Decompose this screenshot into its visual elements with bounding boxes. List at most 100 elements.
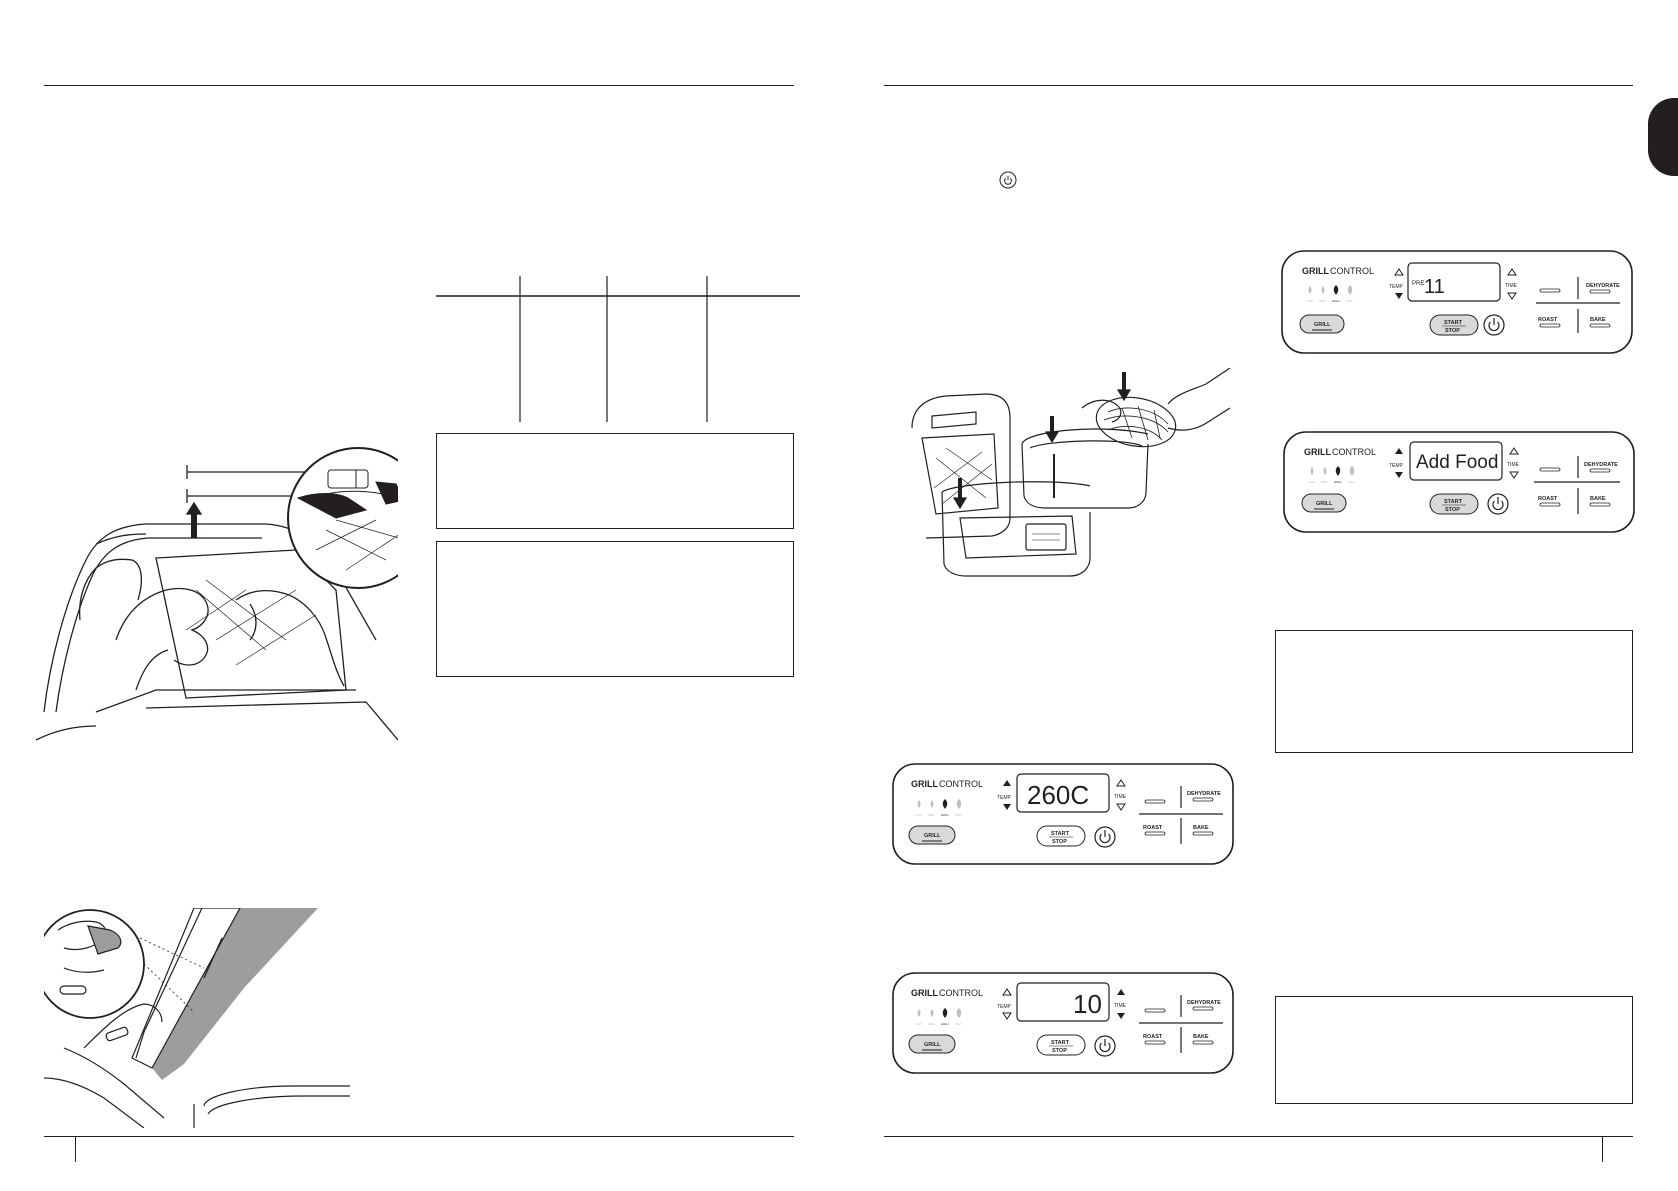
grill-button-label: GRILL [924, 1042, 941, 1048]
level-low: LOW [1306, 299, 1313, 303]
time-down-icon[interactable] [1117, 1013, 1125, 1019]
time-label: TIME [1507, 462, 1520, 468]
start-stop-button[interactable] [1429, 493, 1479, 515]
roast-label[interactable]: ROAST [1143, 825, 1163, 831]
start-stop-button[interactable] [1036, 1034, 1086, 1056]
power-icon[interactable] [1094, 826, 1116, 848]
illustration-remove-splatter-shield [36, 447, 398, 741]
power-icon-inline [999, 171, 1017, 189]
time-up-icon[interactable] [1116, 779, 1126, 787]
level-low: LOW [915, 813, 922, 817]
grill-button-label: GRILL [924, 833, 941, 839]
blank-function-indicator[interactable] [1539, 288, 1561, 293]
brand-control: CONTROL [1332, 447, 1376, 457]
stop-label: STOP [1052, 1048, 1067, 1054]
grill-button[interactable] [1299, 314, 1345, 334]
grill-button-label: GRILL [1316, 501, 1333, 507]
temp-down-icon[interactable] [1002, 1012, 1012, 1020]
temp-up-icon[interactable] [1003, 780, 1011, 786]
temp-up-icon[interactable] [1394, 268, 1404, 276]
bottom-rule-left [44, 1136, 794, 1138]
note-box-1 [436, 433, 794, 529]
note-box-2 [436, 541, 794, 677]
temp-label: TEMP [1389, 463, 1404, 469]
power-icon[interactable] [1487, 493, 1509, 515]
power-icon[interactable] [1483, 314, 1505, 336]
grill-button[interactable] [908, 825, 956, 845]
level-max: MAX [955, 1022, 962, 1026]
level-max: MAX [955, 813, 962, 817]
level-med: MED [928, 813, 936, 817]
display-value: Add Food [1416, 452, 1498, 473]
time-down-icon[interactable] [1116, 803, 1126, 811]
start-label: START [1444, 499, 1463, 505]
display-value: 11 [1424, 276, 1445, 298]
grill-button[interactable] [1301, 493, 1347, 513]
lcd-display [1016, 982, 1110, 1022]
temp-down-icon[interactable] [1003, 804, 1011, 810]
grill-button[interactable] [908, 1034, 956, 1054]
time-up-icon[interactable] [1509, 447, 1519, 455]
level-low: LOW [915, 1022, 922, 1026]
bottom-rule-right [884, 1136, 1633, 1138]
roast-label[interactable]: ROAST [1538, 496, 1558, 502]
roast-label[interactable]: ROAST [1143, 1034, 1163, 1040]
temp-label: TEMP [1389, 284, 1404, 290]
top-rule-left [44, 85, 794, 87]
bake-label[interactable]: BAKE [1193, 825, 1209, 831]
brand-control: CONTROL [939, 988, 983, 998]
stop-label: STOP [1445, 328, 1460, 334]
note-box-4 [1275, 996, 1633, 1104]
stop-label: STOP [1445, 507, 1460, 513]
temp-down-icon[interactable] [1395, 293, 1403, 299]
dehydrate-label[interactable]: DEHYDRATE [1586, 283, 1620, 289]
dehydrate-label[interactable]: DEHYDRATE [1187, 791, 1221, 797]
lcd-display [1409, 441, 1503, 481]
power-icon[interactable] [1094, 1035, 1116, 1057]
time-up-icon[interactable] [1507, 268, 1517, 276]
stop-label: STOP [1052, 839, 1067, 845]
cooking-table [436, 276, 800, 422]
control-panel-temperature: GRILL CONTROL LOW MED HIGH MAX GRILL TEM… [892, 763, 1234, 865]
bake-label[interactable]: BAKE [1193, 1034, 1209, 1040]
start-label: START [1051, 1040, 1070, 1046]
display-value: 260C [1027, 780, 1089, 810]
temp-up-icon[interactable] [1395, 448, 1403, 454]
section-tab [1648, 98, 1678, 176]
display-value: 10 [1073, 989, 1102, 1019]
time-up-icon[interactable] [1117, 989, 1125, 995]
temp-label: TEMP [997, 1004, 1012, 1010]
start-stop-button[interactable] [1429, 314, 1479, 336]
bake-label[interactable]: BAKE [1590, 496, 1606, 502]
time-label: TIME [1114, 794, 1127, 800]
time-label: TIME [1114, 1003, 1127, 1009]
level-max: MAX [1348, 480, 1355, 484]
time-down-icon[interactable] [1507, 292, 1517, 300]
level-high: HIGH [941, 813, 949, 817]
level-max: MAX [1346, 299, 1353, 303]
brand-grill: GRILL [911, 779, 938, 789]
control-panel-time: GRILL CONTROL LOW MED HIGH MAX GRILL TEM… [892, 972, 1234, 1074]
lcd-display [1407, 262, 1501, 302]
brand-grill: GRILL [911, 988, 938, 998]
brand-grill: GRILL [1304, 447, 1331, 457]
level-high: HIGH [941, 1022, 949, 1026]
level-icons [1308, 285, 1353, 295]
temp-label: TEMP [997, 795, 1012, 801]
brand-grill: GRILL [1302, 266, 1329, 276]
brand-control: CONTROL [1330, 266, 1374, 276]
roast-label[interactable]: ROAST [1538, 317, 1558, 323]
display-prefix: PRE [1412, 281, 1424, 287]
grill-button-label: GRILL [1314, 322, 1331, 328]
note-box-3 [1275, 630, 1633, 753]
dehydrate-label[interactable]: DEHYDRATE [1584, 462, 1618, 468]
temp-down-icon[interactable] [1395, 472, 1403, 478]
dehydrate-label[interactable]: DEHYDRATE [1187, 1000, 1221, 1006]
page-number-tick-left [75, 1136, 77, 1162]
level-med: MED [1321, 480, 1329, 484]
time-down-icon[interactable] [1509, 471, 1519, 479]
level-high: HIGH [1334, 480, 1342, 484]
start-stop-button[interactable] [1036, 825, 1086, 847]
temp-up-icon[interactable] [1002, 988, 1012, 996]
bake-label[interactable]: BAKE [1590, 317, 1606, 323]
